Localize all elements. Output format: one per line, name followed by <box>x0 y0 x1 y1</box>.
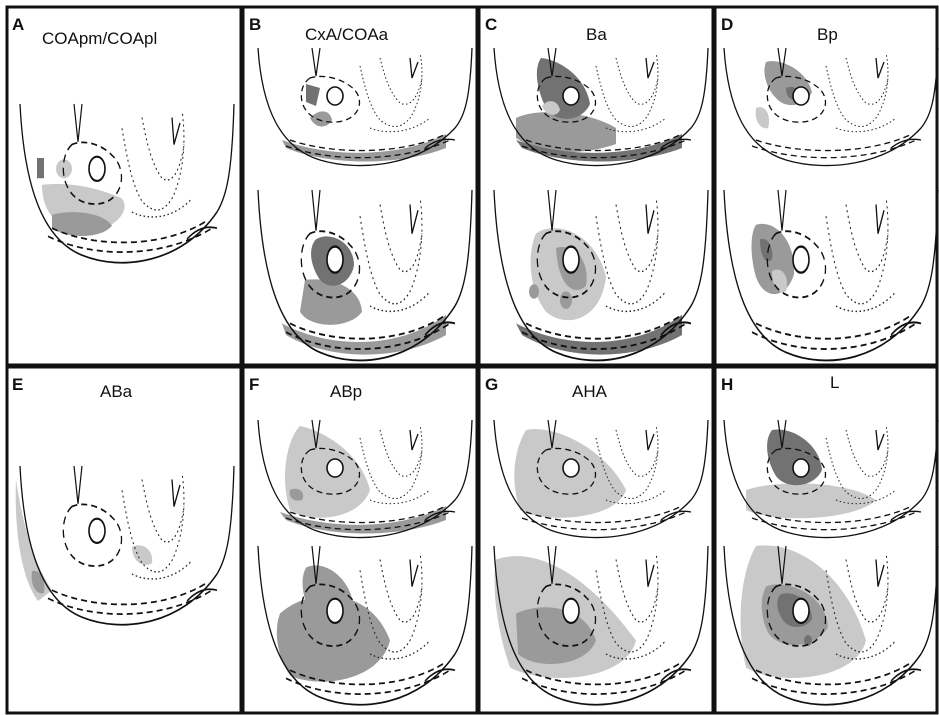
panel-d-bottom-section <box>724 190 938 360</box>
panel-title-g: AHA <box>572 382 608 401</box>
panel-h-top-section <box>724 420 938 538</box>
panel-b-bottom-section <box>258 190 472 360</box>
panel-f-top-section <box>258 420 472 538</box>
panel-letter-b: B <box>249 15 261 34</box>
panel-letter-c: C <box>485 15 497 34</box>
panel-g-bottom-section <box>494 546 708 705</box>
panel-h-bottom-section <box>724 545 938 704</box>
panel-f-bottom-section <box>258 546 472 705</box>
panel-c-bottom-section <box>494 190 708 360</box>
panel-title-d: Bp <box>817 25 838 44</box>
panel-frame-d <box>715 7 937 365</box>
panel-title-f: ABp <box>330 382 362 401</box>
panel-title-h: L <box>830 373 839 392</box>
panel-letter-g: G <box>485 375 498 394</box>
panel-g-top-section <box>494 420 708 538</box>
panel-letter-a: A <box>12 15 24 34</box>
panel-letter-e: E <box>12 375 23 394</box>
panel-title-a: COApm/COApl <box>42 29 157 48</box>
panel-c-top-section <box>494 48 708 166</box>
panel-letter-d: D <box>721 15 733 34</box>
panel-title-c: Ba <box>586 25 607 44</box>
panel-frame-e <box>7 367 241 713</box>
panel-e-section <box>16 466 234 625</box>
panel-a-section <box>20 104 234 263</box>
panel-title-b: CxA/COAa <box>305 25 389 44</box>
panel-title-e: ABa <box>100 382 133 401</box>
panel-letter-h: H <box>721 375 733 394</box>
panel-d-top-section <box>724 48 938 166</box>
panel-letter-f: F <box>249 375 259 394</box>
panel-frame-c <box>479 7 713 365</box>
panel-b-top-section <box>258 48 472 166</box>
